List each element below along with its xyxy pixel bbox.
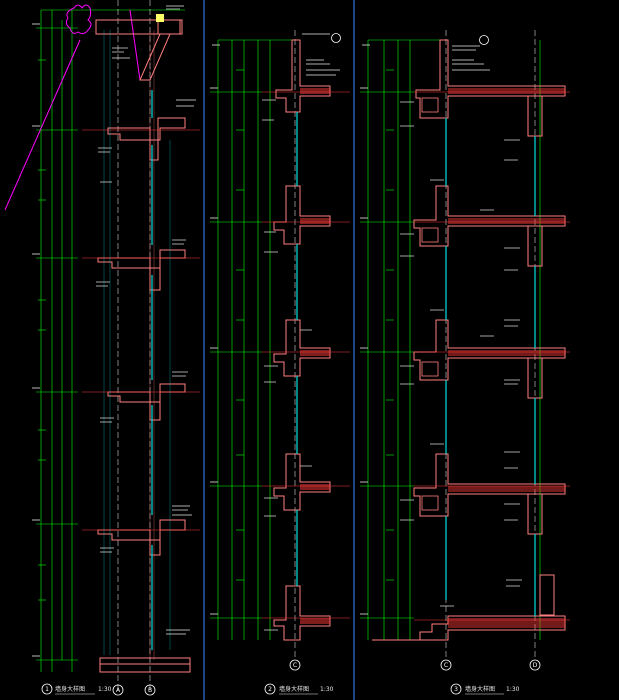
panel-2-scale: 1:30 bbox=[320, 686, 334, 693]
panel-1-red-level-lines bbox=[82, 129, 200, 531]
panel-1-title: 墙身大样图 bbox=[55, 685, 85, 693]
panel-3-level-marks bbox=[360, 69, 414, 619]
panel-dividers bbox=[203, 0, 355, 700]
panel-3-glazing bbox=[445, 118, 536, 616]
panel-2-red-level-lines bbox=[262, 91, 350, 619]
panel-3-level-text-marks bbox=[360, 44, 370, 615]
panel-1-number: 1 bbox=[45, 686, 49, 693]
panel-3-grid-bubbles: C D bbox=[440, 35, 541, 671]
panel-2-grid-bubble: C bbox=[289, 33, 341, 671]
panel-1-wall-section: A B 1 墙身大样图 1:30 bbox=[4, 0, 200, 696]
panel-3-number: 3 bbox=[454, 686, 458, 693]
panel-2-level-text-marks bbox=[210, 44, 220, 615]
panel-1-scale: 1:30 bbox=[98, 686, 112, 693]
panel-1-wall-hatch bbox=[149, 30, 155, 660]
panel-2-number: 2 bbox=[268, 686, 272, 693]
panel-3-inner-boxes bbox=[421, 97, 439, 511]
panel-1-interior-lines bbox=[103, 30, 171, 655]
panel-2-dimension-lines bbox=[217, 39, 300, 640]
panel-1-level-marks bbox=[36, 27, 78, 661]
panel-1-dimension-lines bbox=[40, 9, 185, 672]
grid-label-b: B bbox=[148, 687, 152, 694]
grid-label-d: D bbox=[533, 662, 538, 669]
panel-2-title: 墙身大样图 bbox=[279, 685, 309, 693]
panel-1-revision-cloud bbox=[4, 4, 141, 211]
panel-2-slab-fill bbox=[300, 88, 330, 624]
grid-label-c: C bbox=[293, 662, 297, 669]
panel-2-wall-section: C 2 墙身大样图 1:30 bbox=[210, 30, 350, 695]
panel-3-wall-section: C D 3 墙身大样图 1:30 bbox=[360, 30, 570, 695]
panel-3-title: 墙身大样图 bbox=[465, 685, 495, 693]
panel-1-title-block: 1 墙身大样图 1:30 bbox=[41, 683, 112, 695]
panel-3-dimension-lines bbox=[367, 39, 541, 640]
panel-3-title-block: 3 墙身大样图 1:30 bbox=[450, 683, 520, 695]
panel-1-level-text-marks bbox=[32, 23, 40, 657]
panel-1-annotations bbox=[96, 5, 196, 635]
panel-3-floor-slabs bbox=[372, 39, 566, 641]
panel-3-red-level-lines bbox=[414, 91, 570, 621]
panel-3-scale: 1:30 bbox=[506, 686, 520, 693]
panel-2-title-block: 2 墙身大样图 1:30 bbox=[264, 683, 334, 695]
panel-2-annotations bbox=[262, 33, 340, 631]
panel-3-slab-fill bbox=[448, 88, 565, 628]
panel-2-level-marks bbox=[210, 69, 262, 619]
panel-3-annotations bbox=[400, 45, 522, 607]
panel-2-floor-slabs bbox=[273, 39, 331, 641]
panel-1-grid-bubbles: A B bbox=[112, 684, 156, 696]
grid-label-a: A bbox=[116, 687, 121, 694]
grid-label-c-panel-3: C bbox=[444, 662, 448, 669]
